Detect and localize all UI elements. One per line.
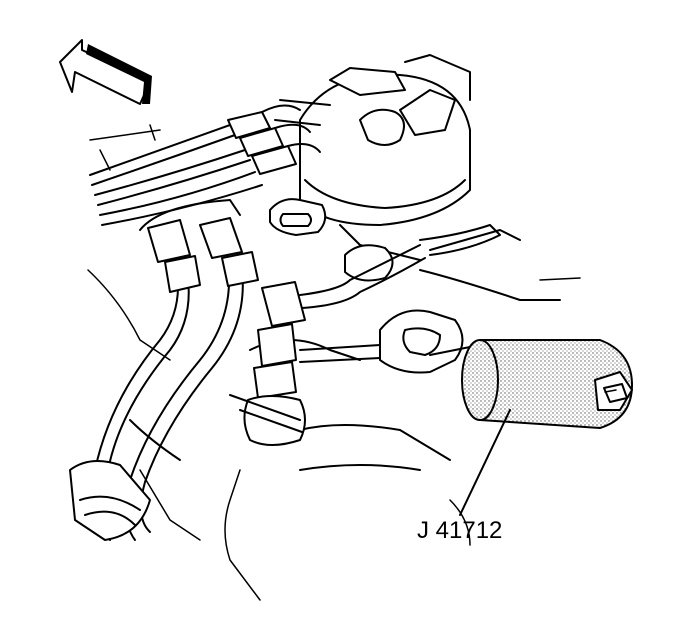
tee-fitting <box>229 244 426 446</box>
distributor <box>269 54 501 282</box>
tool-j41712 <box>461 339 633 429</box>
tool-leader-line <box>459 409 511 516</box>
fuel-lines <box>69 199 259 541</box>
engine-block-outline <box>87 124 601 601</box>
tool-label: J 41712 <box>417 517 502 544</box>
front-direction-arrow-icon <box>59 39 152 105</box>
mounting-bracket <box>299 309 481 374</box>
